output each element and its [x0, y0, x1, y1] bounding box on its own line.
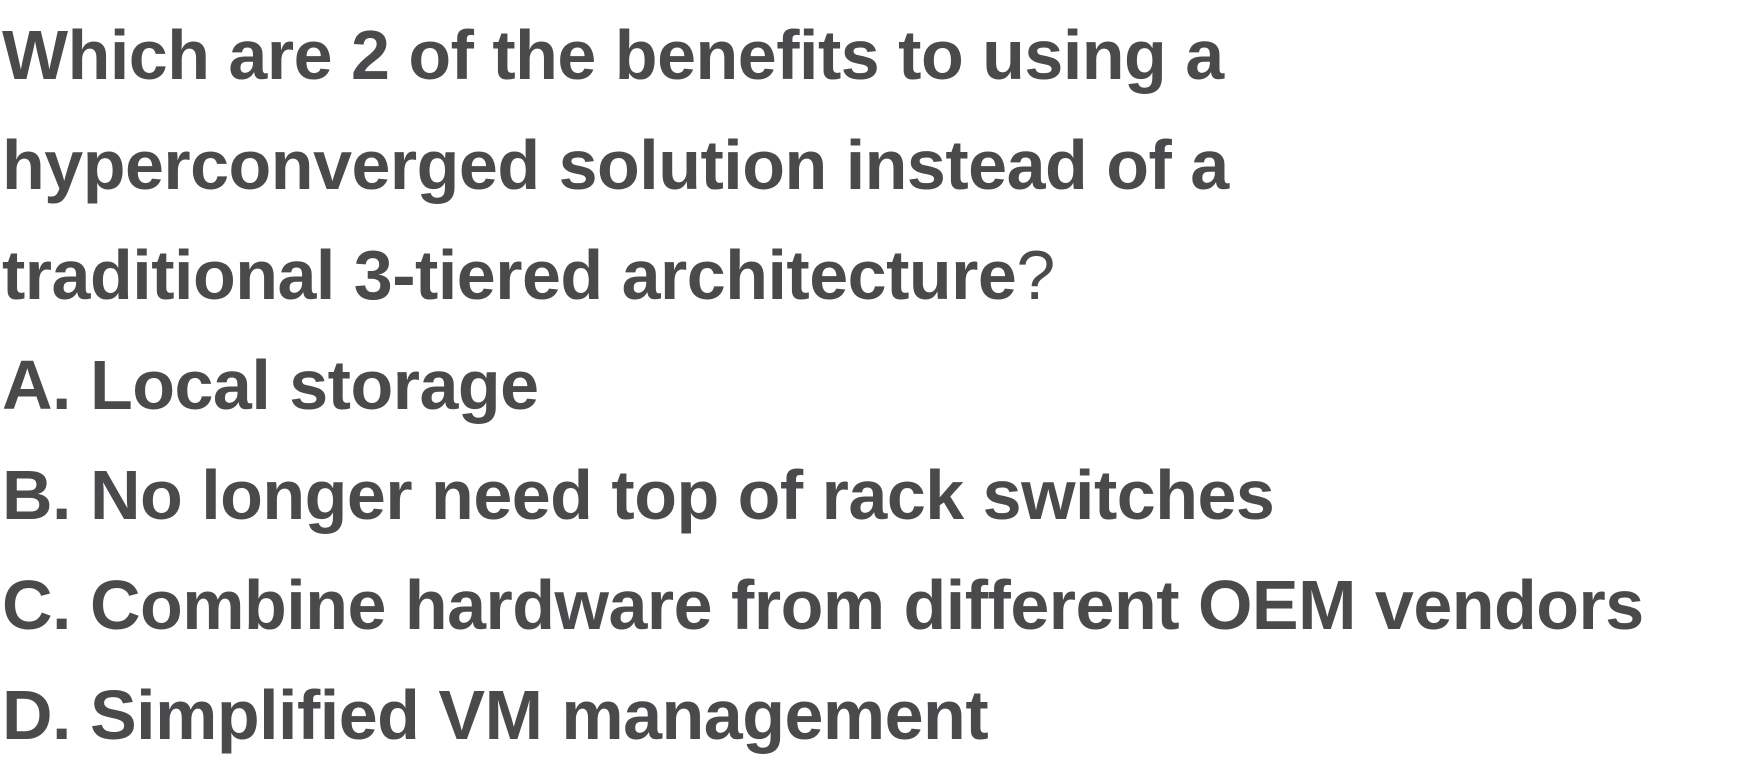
option-text: Simplified VM management [89, 676, 989, 754]
answer-option-c[interactable]: C. Combine hardware from different OEM v… [2, 550, 1742, 660]
answer-option-a[interactable]: A. Local storage [2, 330, 1742, 440]
answer-options-list: A. Local storage B. No longer need top o… [2, 330, 1742, 770]
answer-option-d[interactable]: D. Simplified VM management [2, 660, 1742, 770]
question-text: Which are 2 of the benefits to using a h… [2, 0, 1422, 330]
option-text: Local storage [89, 346, 539, 424]
option-text: No longer need top of rack switches [89, 456, 1275, 534]
question-mark: ? [1016, 236, 1055, 314]
option-letter: A. [2, 346, 72, 424]
question-body: Which are 2 of the benefits to using a h… [2, 16, 1229, 314]
option-letter: D. [2, 676, 72, 754]
option-letter: B. [2, 456, 72, 534]
answer-option-b[interactable]: B. No longer need top of rack switches [2, 440, 1742, 550]
option-letter: C. [2, 566, 72, 644]
option-text: Combine hardware from different OEM vend… [89, 566, 1644, 644]
